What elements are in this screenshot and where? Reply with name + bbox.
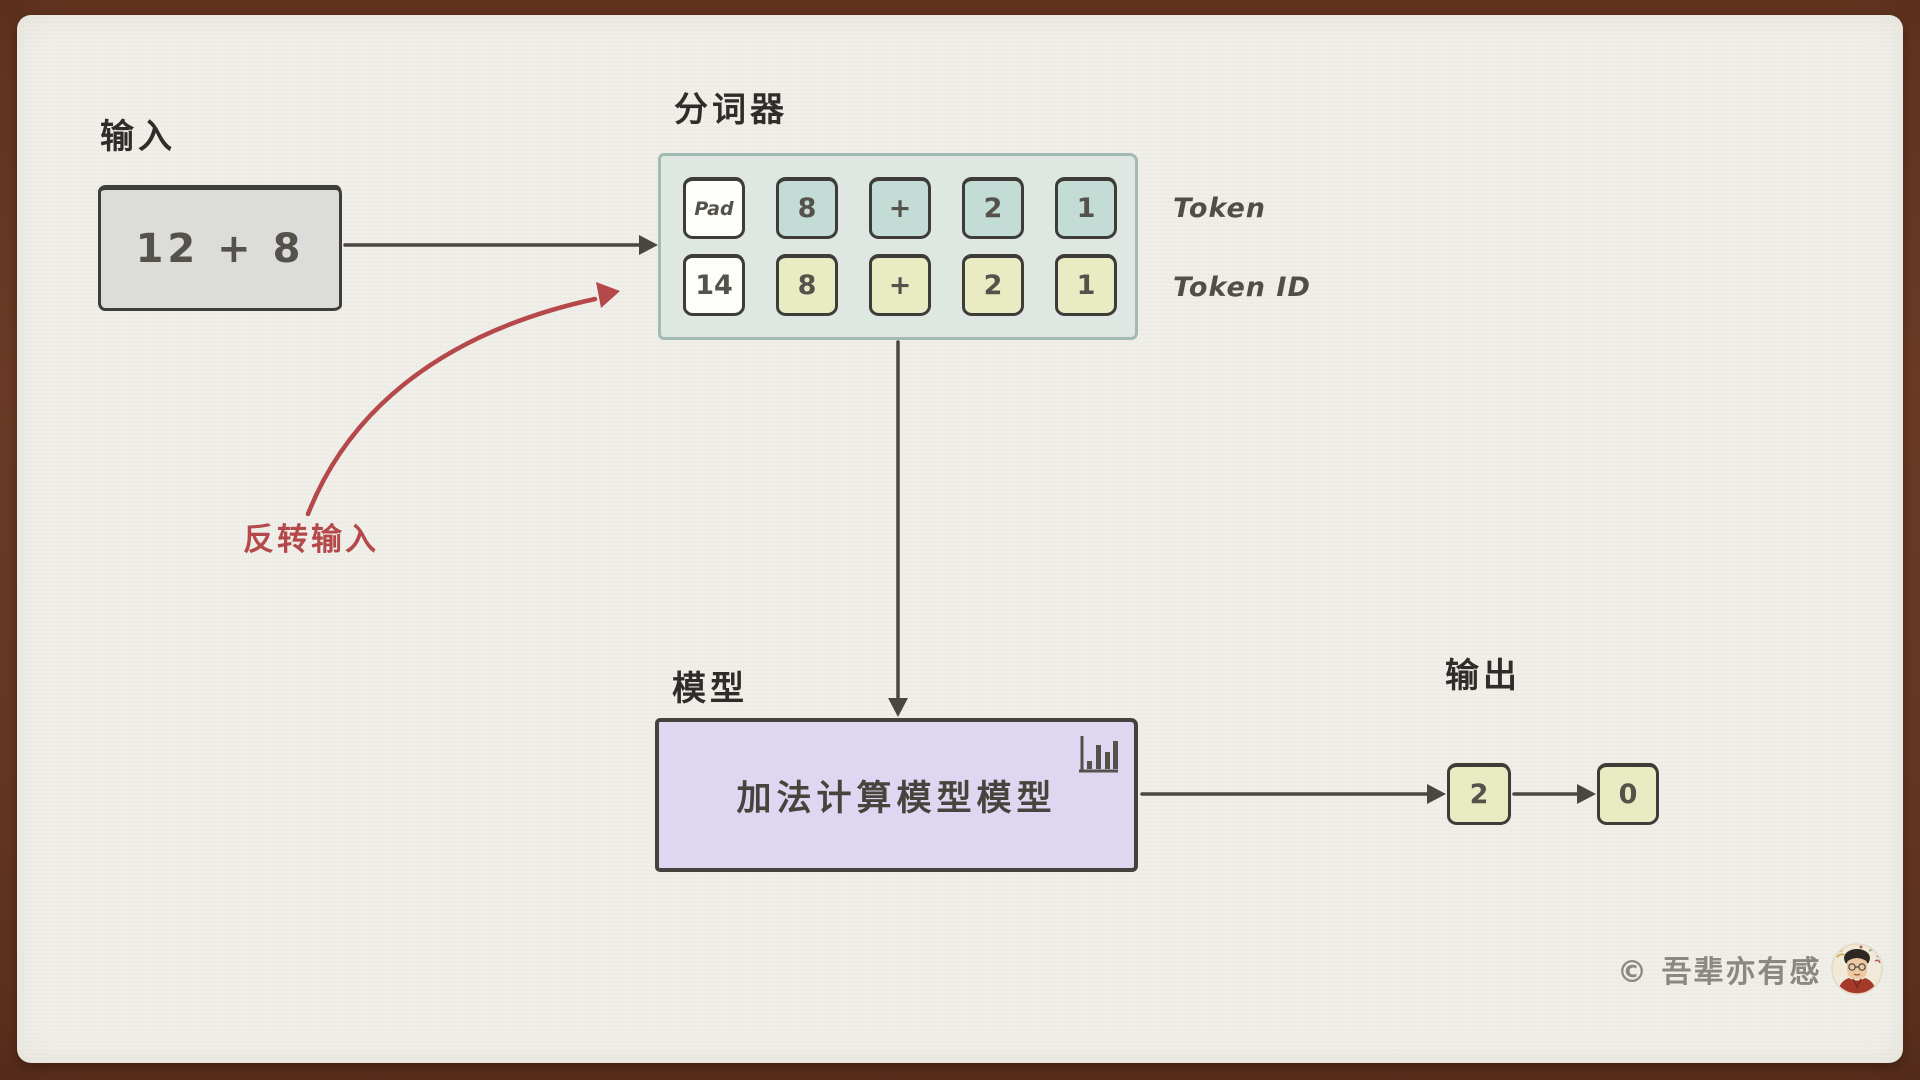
arrow-model-to-output [1140, 784, 1446, 804]
model-box: 加法计算模型模型 [655, 718, 1138, 872]
author-avatar [1831, 943, 1884, 995]
input-box: 12 + 8 [98, 185, 342, 311]
input-label: 输入 [100, 117, 176, 157]
arrowhead-red-icon [596, 282, 620, 308]
arrow-output-to-next [1512, 784, 1596, 804]
watermark-text: © 吾辈亦有感 [1617, 955, 1822, 990]
token-id-cell: 8 [776, 254, 838, 316]
paper-canvas: 输入 12 + 8 分词器 Pad 8 + 2 1 14 8 + 2 1 Tok… [17, 15, 1903, 1063]
output-box-second: 0 [1597, 763, 1659, 825]
token-id-cell-14: 14 [683, 254, 745, 316]
arrowhead-right-icon [1577, 784, 1596, 804]
arrowhead-down-icon [888, 698, 908, 717]
token-id-cell: 2 [962, 254, 1024, 316]
bar-chart-icon [1079, 736, 1118, 773]
input-value: 12 + 8 [135, 226, 305, 272]
tokenizer-box: Pad 8 + 2 1 14 8 + 2 1 [658, 153, 1138, 340]
output-label: 输出 [1445, 656, 1521, 696]
arrow-input-to-tokenizer [343, 235, 658, 255]
arrowhead-right-icon [1427, 784, 1446, 804]
token-cell: 8 [776, 177, 838, 239]
token-id-cell: 1 [1055, 254, 1117, 316]
token-cell: 1 [1055, 177, 1117, 239]
model-label: 模型 [672, 669, 748, 709]
reversed-input-annotation: 反转输入 [243, 522, 379, 558]
token-cell: 2 [962, 177, 1024, 239]
arrowhead-right-icon [639, 235, 658, 255]
token-row-label: Token [1173, 193, 1267, 224]
output-box-first: 2 [1447, 763, 1511, 825]
tokenizer-label: 分词器 [674, 90, 788, 130]
arrow-reversed-input [305, 282, 620, 517]
token-id-row-label: Token ID [1173, 272, 1311, 303]
watermark: © 吾辈亦有感 [1617, 943, 1884, 995]
token-id-cell: + [869, 254, 931, 316]
token-cell-pad: Pad [683, 177, 745, 239]
arrow-tokenizer-to-model [888, 340, 908, 717]
token-cell: + [869, 177, 931, 239]
model-name: 加法计算模型模型 [736, 778, 1057, 819]
